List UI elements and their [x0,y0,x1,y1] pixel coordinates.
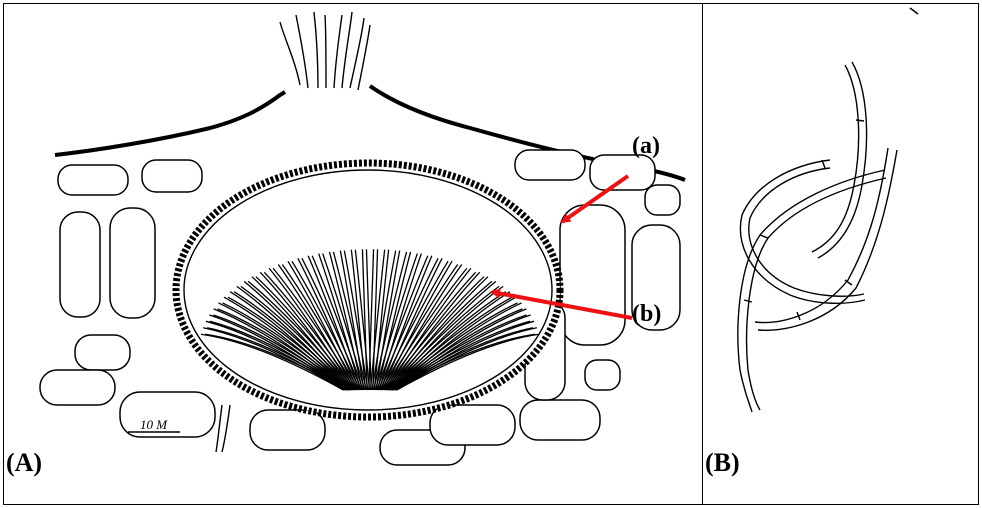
basal-hypha [216,405,230,452]
ostiole-conidia [280,12,370,90]
panel-b-mark [910,8,918,14]
panel-label-b: (B) [705,450,740,476]
conidia-panel-b [738,62,897,412]
scale-bar-label: 10 M [140,418,167,431]
callout-b: (b) [632,302,661,326]
callout-a: (a) [632,134,660,158]
panel-label-a: (A) [6,450,42,476]
conidia-septa [744,120,864,320]
